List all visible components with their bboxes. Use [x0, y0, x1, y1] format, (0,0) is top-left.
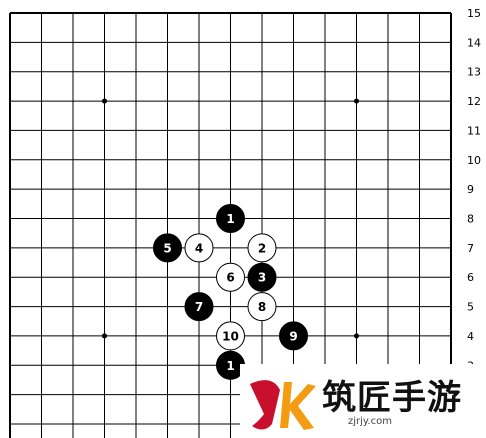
white-stone: 6 [216, 262, 245, 292]
stone-number: 6 [226, 271, 234, 285]
white-stone: 10 [216, 321, 245, 351]
jk-logo-icon [250, 380, 316, 430]
watermark-url: zjrjy.com [348, 416, 392, 427]
star-point [354, 98, 359, 104]
black-stone: 1 [216, 204, 245, 233]
star-point [102, 333, 107, 339]
black-stone: 5 [153, 233, 182, 263]
row-label: 14 [467, 36, 481, 49]
stone-number: 7 [195, 300, 203, 314]
row-label: 15 [467, 7, 481, 20]
stone-disc [247, 292, 277, 322]
stone-disc [184, 233, 214, 263]
stones: 1 2 3 4 5 6 7 8 9 10 1 [153, 204, 308, 380]
star-point [354, 333, 359, 339]
white-stone: 8 [247, 292, 277, 322]
stone-number: 9 [289, 329, 297, 343]
row-label: 12 [467, 95, 481, 108]
star-points [102, 98, 359, 339]
row-label: 4 [467, 330, 474, 343]
black-stone: 7 [184, 292, 214, 322]
stone-number: 4 [195, 241, 203, 255]
star-point [102, 98, 107, 104]
row-label: 11 [467, 124, 481, 137]
stone-number: 10 [222, 329, 239, 343]
stone-disc [279, 321, 308, 351]
row-label: 5 [467, 301, 474, 314]
stone-disc [247, 233, 277, 263]
stone-disc [216, 204, 245, 233]
row-label: 9 [467, 183, 474, 196]
stone-disc [153, 233, 182, 263]
row-labels: 123456789101112131415 [467, 7, 481, 431]
white-stone: 4 [184, 233, 214, 263]
row-label: 8 [467, 213, 474, 226]
stone-disc [184, 292, 214, 322]
row-label: 13 [467, 66, 481, 79]
row-label: 10 [467, 154, 481, 167]
stone-number: 1 [226, 212, 234, 226]
watermark: 筑匠手游 zjrjy.com [240, 364, 486, 438]
stone-number: 3 [258, 271, 266, 285]
stone-number: 1 [226, 359, 234, 373]
stone-disc [216, 262, 245, 292]
watermark-brand: 筑匠手游 [322, 378, 462, 418]
stone-disc [216, 321, 245, 351]
black-stone: 9 [279, 321, 308, 351]
row-label: 7 [467, 242, 474, 255]
stone-disc [247, 262, 277, 292]
stone-number: 2 [258, 241, 266, 255]
row-label: 6 [467, 271, 474, 284]
stone-number: 5 [163, 241, 171, 255]
stone-number: 8 [258, 300, 266, 314]
black-stone: 3 [247, 262, 277, 292]
white-stone: 2 [247, 233, 277, 263]
